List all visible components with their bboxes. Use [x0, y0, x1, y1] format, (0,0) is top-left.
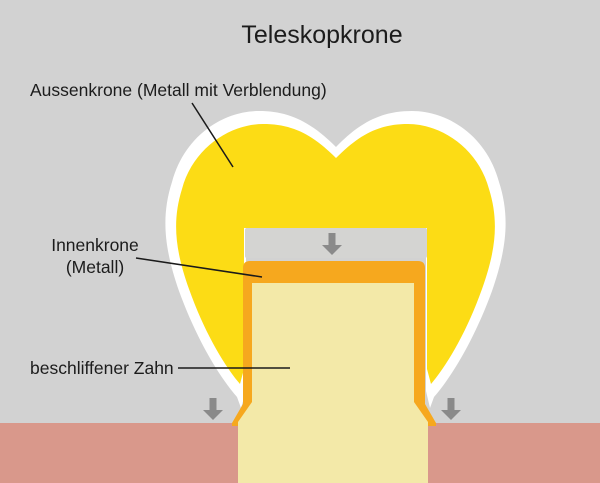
label-prepared-tooth: beschliffener Zahn — [30, 358, 174, 378]
diagram-title: Teleskopkrone — [241, 21, 402, 49]
prepared-tooth-shape — [238, 283, 428, 483]
leader-line-inner-crown — [135, 257, 263, 278]
label-inner-crown-line1: Innenkrone — [51, 235, 139, 255]
label-outer-crown: Aussenkrone (Metall mit Verblendung) — [30, 80, 327, 100]
outer-crown-shape — [176, 124, 495, 384]
crown-gap-area — [245, 228, 427, 258]
down-arrow-top-icon — [322, 233, 342, 255]
down-arrow-right-icon — [441, 398, 461, 420]
leader-line-outer-crown — [191, 102, 234, 168]
down-arrow-left-icon — [203, 398, 223, 420]
label-inner-crown-line2: (Metall) — [66, 257, 124, 277]
